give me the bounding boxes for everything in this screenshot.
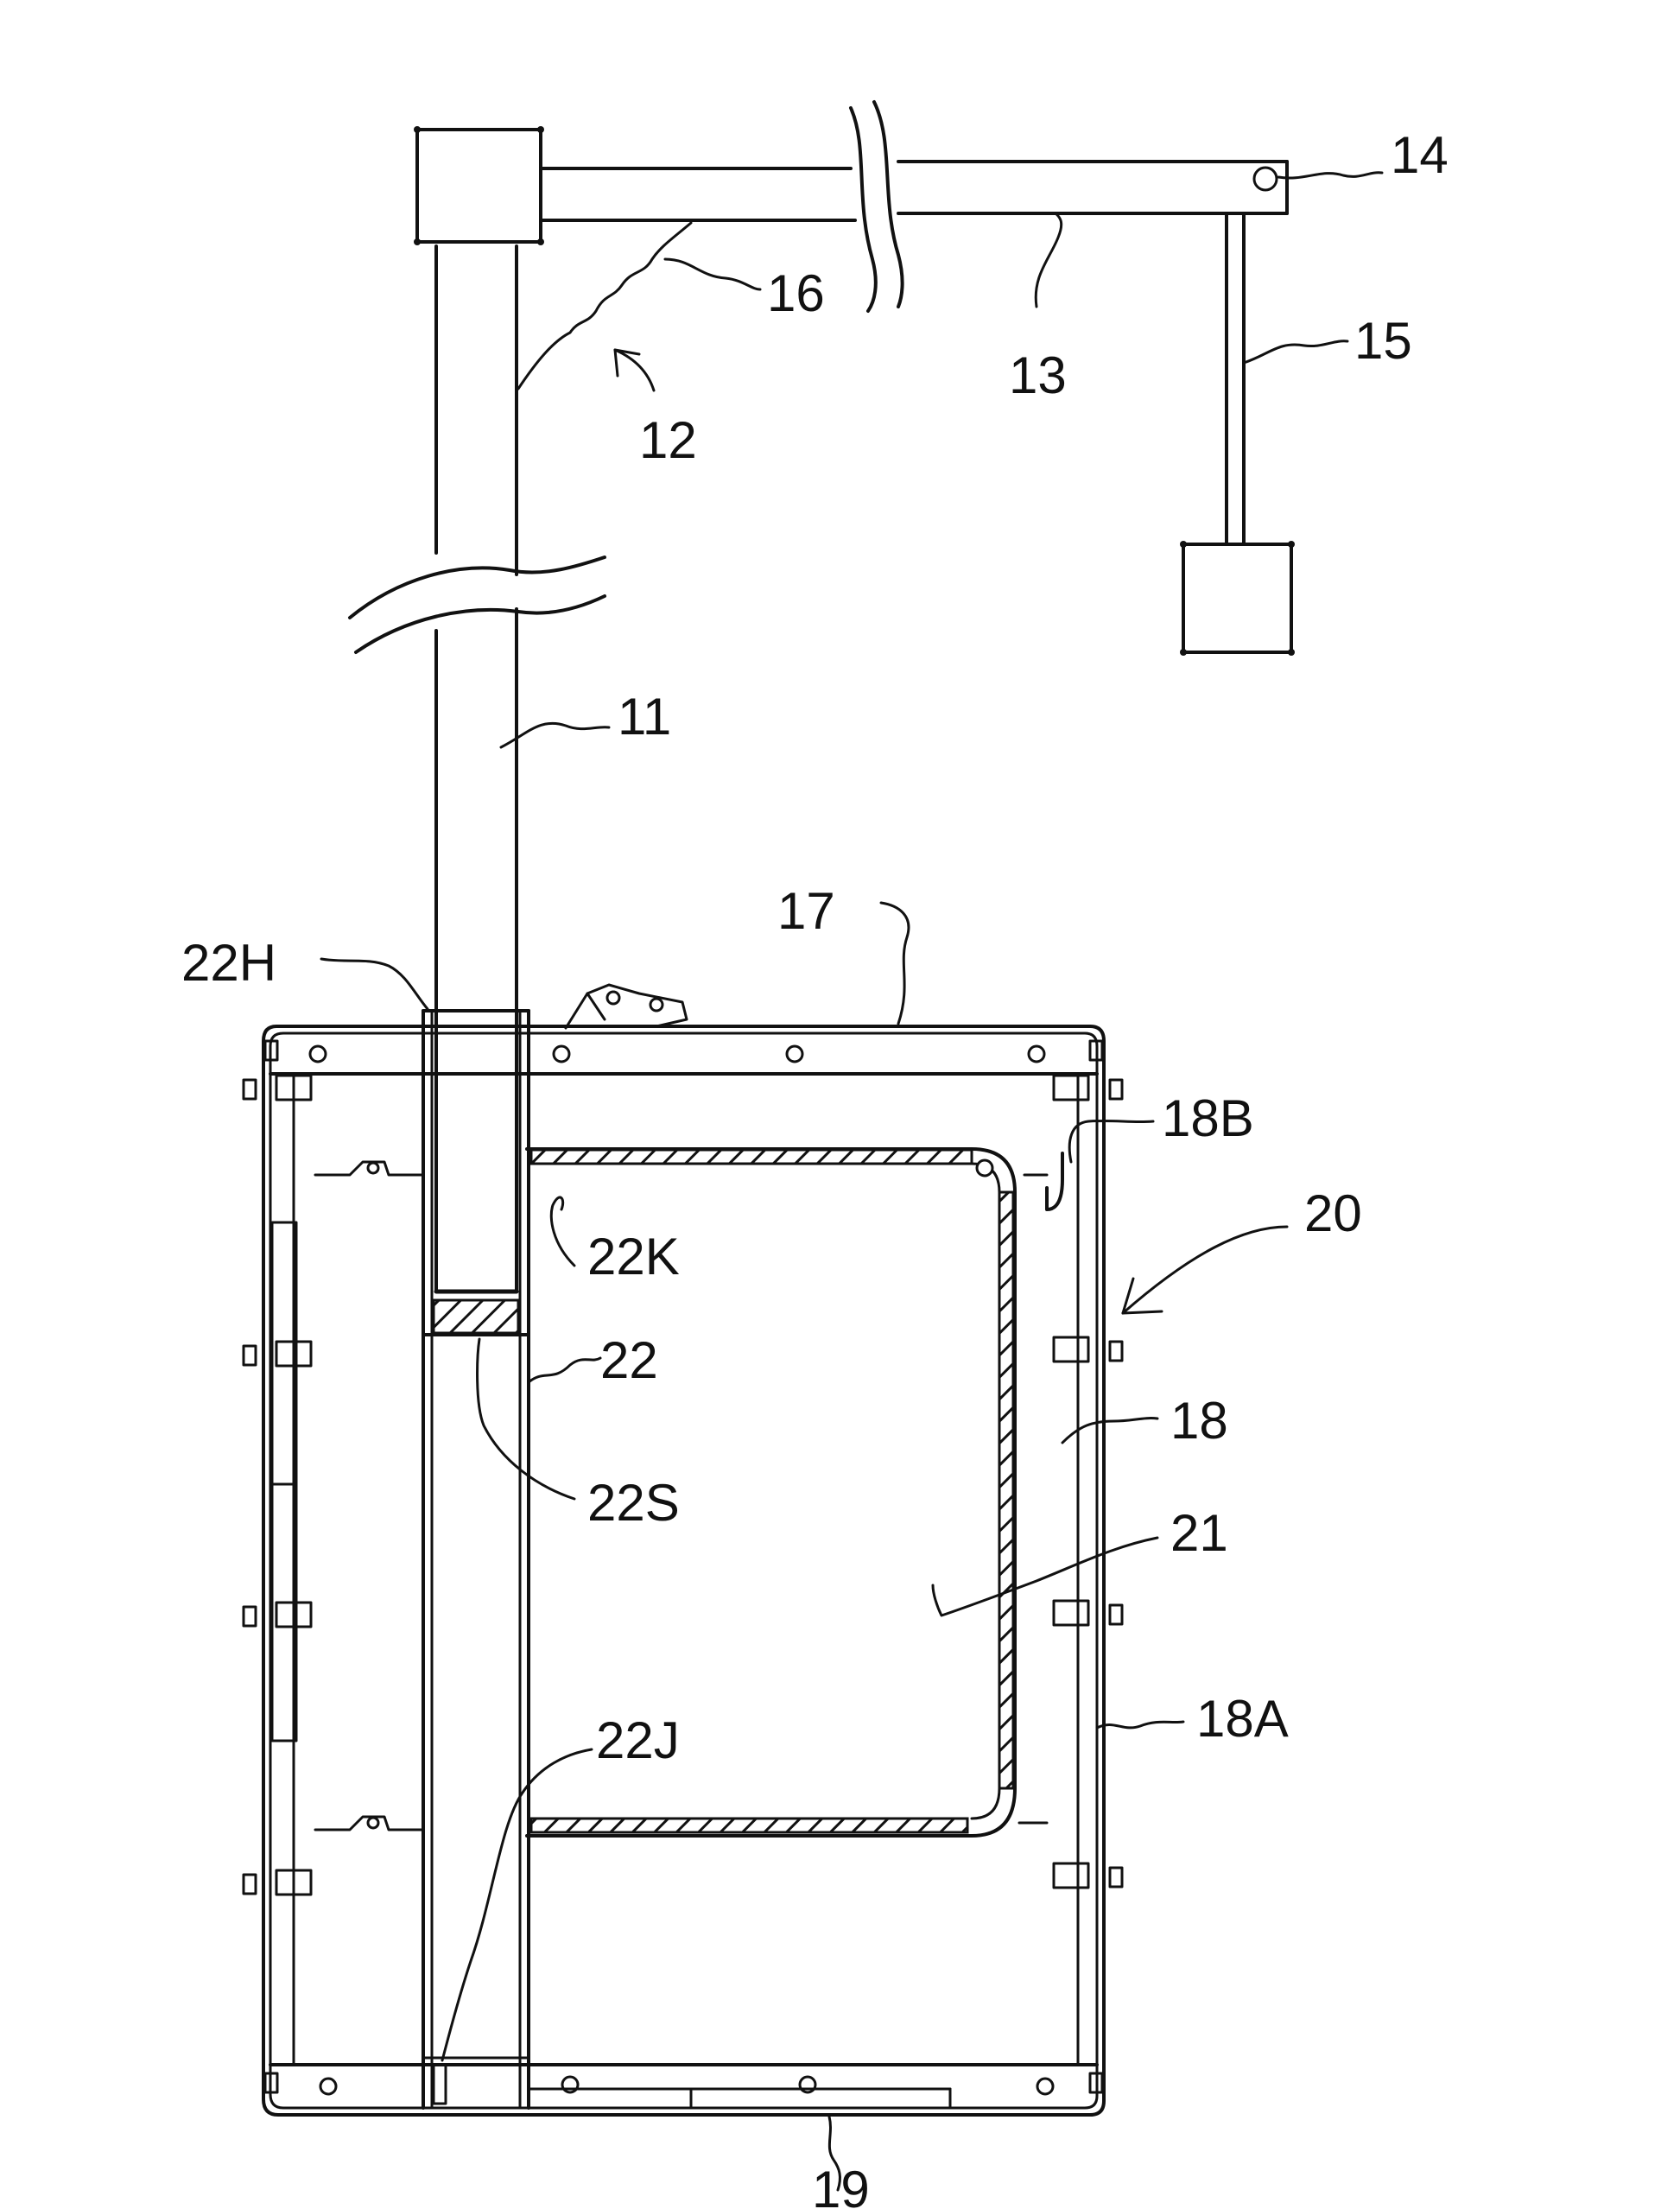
label-20: 20 (1304, 1184, 1362, 1242)
label-21: 21 (1170, 1504, 1228, 1562)
boom-arm (541, 102, 1287, 311)
hook-18B (1024, 1153, 1062, 1209)
label-17: 17 (777, 882, 835, 940)
counterweight-box (1180, 541, 1295, 656)
label-19: 19 (812, 2161, 870, 2209)
head-block (414, 126, 544, 245)
top-bolts (265, 1041, 1102, 1062)
hanger-rod-15 (1227, 213, 1244, 544)
side-clips-right (1054, 1076, 1122, 1888)
hinge-brackets (315, 1162, 1047, 1830)
leader-lines (321, 173, 1382, 2190)
mast-assembly (350, 246, 605, 1011)
label-16: 16 (767, 264, 825, 322)
outer-frame-18 (263, 1026, 1104, 2115)
label-11: 11 (618, 688, 671, 746)
gusset-16 (518, 223, 691, 389)
bottom-bolts (265, 2073, 1102, 2094)
label-22S: 22S (587, 1474, 680, 1532)
label-22J: 22J (596, 1711, 680, 1769)
label-18A: 18A (1196, 1690, 1289, 1748)
label-22: 22 (600, 1331, 658, 1389)
label-12: 12 (639, 411, 697, 469)
lift-latch (566, 985, 687, 1028)
bottom-plate-19 (529, 2089, 950, 2108)
label-15: 15 (1354, 312, 1412, 370)
label-13: 13 (1009, 346, 1067, 404)
label-18B: 18B (1162, 1089, 1254, 1147)
label-22H: 22H (181, 934, 276, 992)
label-22K: 22K (587, 1228, 680, 1285)
label-14: 14 (1391, 126, 1449, 184)
label-18: 18 (1170, 1392, 1228, 1450)
